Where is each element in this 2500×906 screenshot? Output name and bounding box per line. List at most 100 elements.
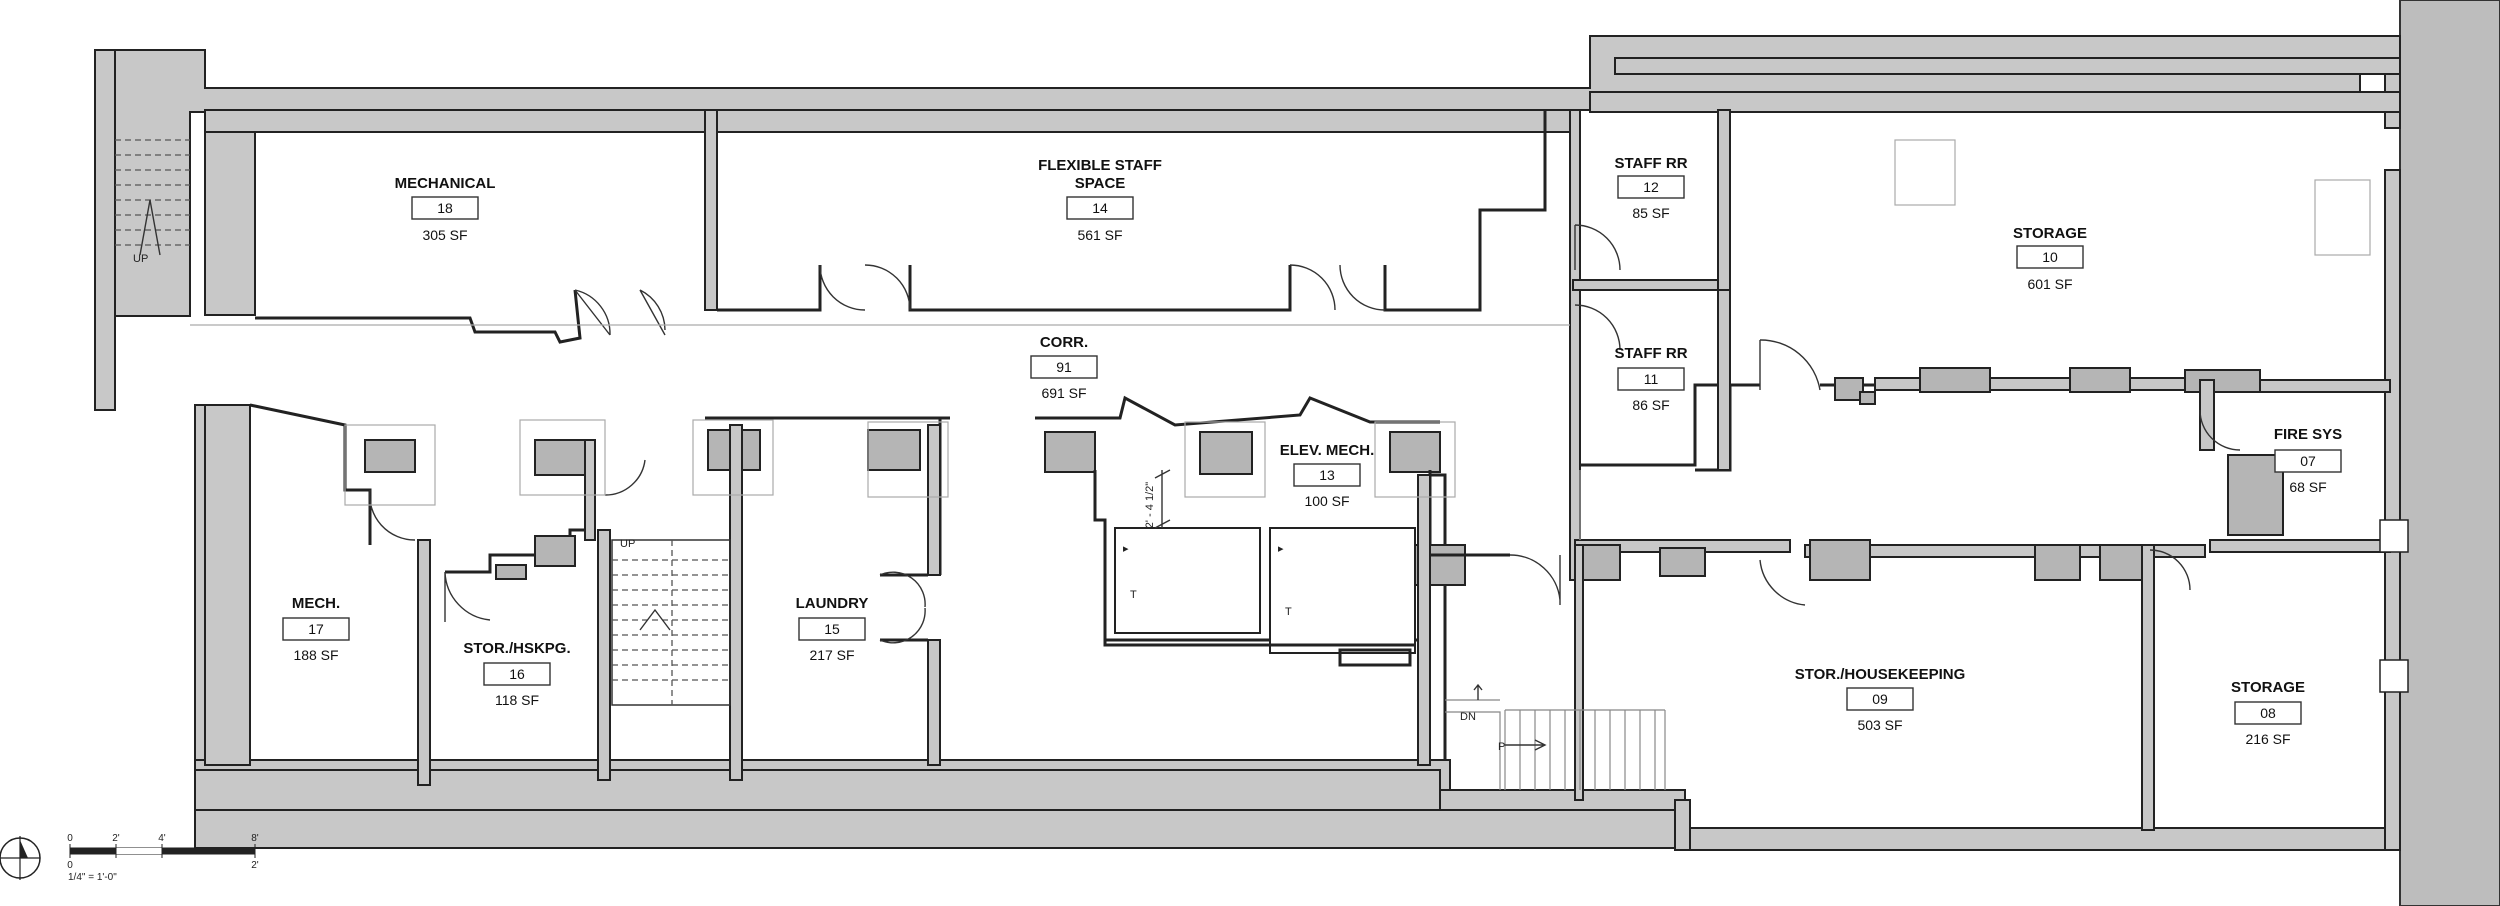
overlay-sq-8	[2314, 179, 2371, 256]
window-right-1	[2379, 519, 2409, 553]
door-laundry[interactable]	[879, 571, 926, 644]
door-mech17[interactable]	[369, 489, 416, 541]
scale-tick-4: 4'	[158, 833, 166, 844]
room-area: 691 SF	[1041, 385, 1086, 401]
block-storage10-5	[2184, 369, 2261, 393]
room-name: CORR.	[1040, 334, 1088, 351]
block-hk-3	[1809, 539, 1871, 581]
wall-storage08-left	[2141, 544, 2155, 831]
room-number: 14	[1092, 200, 1108, 216]
room-staff-rr-11[interactable]: STAFF RR 11 86 SF	[1614, 345, 1687, 413]
room-flexible-staff-space[interactable]: FLEXIBLE STAFF SPACE 14 561 SF	[1038, 157, 1162, 243]
room-number-tag	[411, 196, 479, 220]
overlay-sq-6	[1374, 421, 1456, 498]
wall-right-outer	[2384, 169, 2401, 851]
overlay-sq-2	[519, 419, 606, 496]
wall-elev-bottom	[1103, 640, 1415, 667]
overlay-sq-4	[867, 421, 949, 498]
stair-center-box	[611, 539, 731, 706]
block-hk-2	[1659, 547, 1706, 577]
wall-laundry-right2	[927, 639, 941, 766]
elev-mark-4: T	[1285, 606, 1292, 618]
room-area: 68 SF	[2289, 479, 2326, 495]
room-name: ELEV. MECH.	[1280, 442, 1374, 459]
room-mech-17[interactable]: MECH. 17 188 SF	[282, 595, 350, 663]
door-flex-3[interactable]	[1289, 264, 1386, 311]
elev-mark-3: ▸	[1278, 543, 1284, 555]
room-name: STOR./HSKPG.	[463, 640, 570, 657]
door-corr-east[interactable]	[1509, 554, 1561, 605]
scale-tick-8: 8'	[251, 833, 259, 844]
room-name: LAUNDRY	[796, 595, 869, 612]
scale-tick-0: 0	[67, 833, 73, 844]
room-area: 217 SF	[809, 647, 854, 663]
room-name: STORAGE	[2231, 679, 2305, 696]
room-stor-hskpg[interactable]: STOR./HSKPG. 16 118 SF	[463, 640, 570, 708]
p-label: P	[1498, 741, 1505, 753]
wall-top-right-band	[1589, 91, 2401, 113]
block-hk-4	[2034, 544, 2081, 581]
room-storage-08[interactable]: STORAGE 08 216 SF	[2231, 679, 2305, 747]
wall-elev-right	[1420, 473, 1510, 760]
stairs-dn-arrow	[1505, 739, 1547, 751]
door-hskpg[interactable]	[444, 571, 491, 622]
room-laundry[interactable]: LAUNDRY 15 217 SF	[796, 595, 869, 663]
scale-bar: 0 2' 4' 8' 0 2' 1/4" = 1'-0"	[67, 833, 259, 883]
stairs-left-tower-arrow	[139, 199, 161, 256]
block-laundry-top	[867, 429, 921, 471]
room-fire-sys[interactable]: FIRE SYS 07 68 SF	[2274, 426, 2342, 495]
door-storage08[interactable]	[2149, 549, 2191, 591]
room-name: MECH.	[292, 595, 340, 612]
room-area: 601 SF	[2027, 276, 2072, 292]
wall-staff-rr-11-right	[1717, 289, 1731, 471]
up-left-tower: UP	[133, 253, 148, 265]
wall-mech17-divider	[417, 539, 431, 786]
room-area: 305 SF	[422, 227, 467, 243]
room-elev-mech[interactable]: ELEV. MECH. 13 100 SF	[1280, 442, 1374, 509]
room-number: 08	[2260, 705, 2276, 721]
door-stair-top[interactable]	[604, 459, 646, 496]
wall-mech17-top	[204, 404, 251, 766]
wall-bottom-step-v	[1674, 799, 1691, 851]
door-flex-1[interactable]	[639, 289, 666, 336]
wall-staff-rr-mid	[1572, 279, 1724, 291]
door-flex-2[interactable]	[819, 264, 911, 311]
room-number: 09	[1872, 691, 1888, 707]
wall-bottom-step	[1439, 789, 1686, 811]
room-area: 216 SF	[2245, 731, 2290, 747]
wall-staff-rr-left	[1569, 109, 1581, 581]
room-staff-rr-12[interactable]: STAFF RR 12 85 SF	[1614, 155, 1687, 221]
block-elev-2	[1199, 431, 1253, 475]
door-storage10[interactable]	[1759, 339, 1821, 391]
room-area: 503 SF	[1857, 717, 1902, 733]
room-number-tag	[483, 662, 551, 686]
door-hk[interactable]	[1759, 559, 1806, 606]
door-staff-rr-12[interactable]	[1574, 224, 1621, 271]
room-name: STAFF RR	[1614, 345, 1687, 362]
wall-mech18-flex	[704, 109, 718, 311]
room-corr[interactable]: CORR. 91 691 SF	[1030, 334, 1098, 401]
room-area: 118 SF	[495, 692, 539, 708]
room-number-tag	[2234, 701, 2302, 725]
room-number-tag	[282, 617, 350, 641]
room-storage-10[interactable]: STORAGE 10 601 SF	[2013, 225, 2087, 292]
block-fire	[2227, 454, 2284, 536]
window-right-2	[2379, 659, 2409, 693]
room-area: 86 SF	[1632, 397, 1669, 413]
room-area: 561 SF	[1077, 227, 1122, 243]
door-mech18[interactable]	[574, 289, 611, 336]
wall-mech18-bottom	[255, 289, 582, 344]
door-fire-sys[interactable]	[2199, 409, 2241, 451]
room-number-tag	[1846, 687, 1914, 711]
wall-left-outer	[94, 49, 116, 411]
north-arrow-icon	[0, 836, 41, 880]
wall-hk-left	[1574, 544, 1584, 801]
wall-mech17-right	[249, 403, 372, 545]
room-mechanical[interactable]: MECHANICAL 18 305 SF	[395, 175, 496, 243]
door-staff-rr-11[interactable]	[1574, 304, 1621, 351]
room-stor-housekeeping[interactable]: STOR./HOUSEKEEPING 09 503 SF	[1795, 666, 1966, 733]
elevator-car-2	[1269, 527, 1416, 654]
block-hk-5	[2099, 544, 2146, 581]
wall-mech18-left	[204, 109, 256, 316]
scale-tick-2: 2'	[112, 833, 120, 844]
